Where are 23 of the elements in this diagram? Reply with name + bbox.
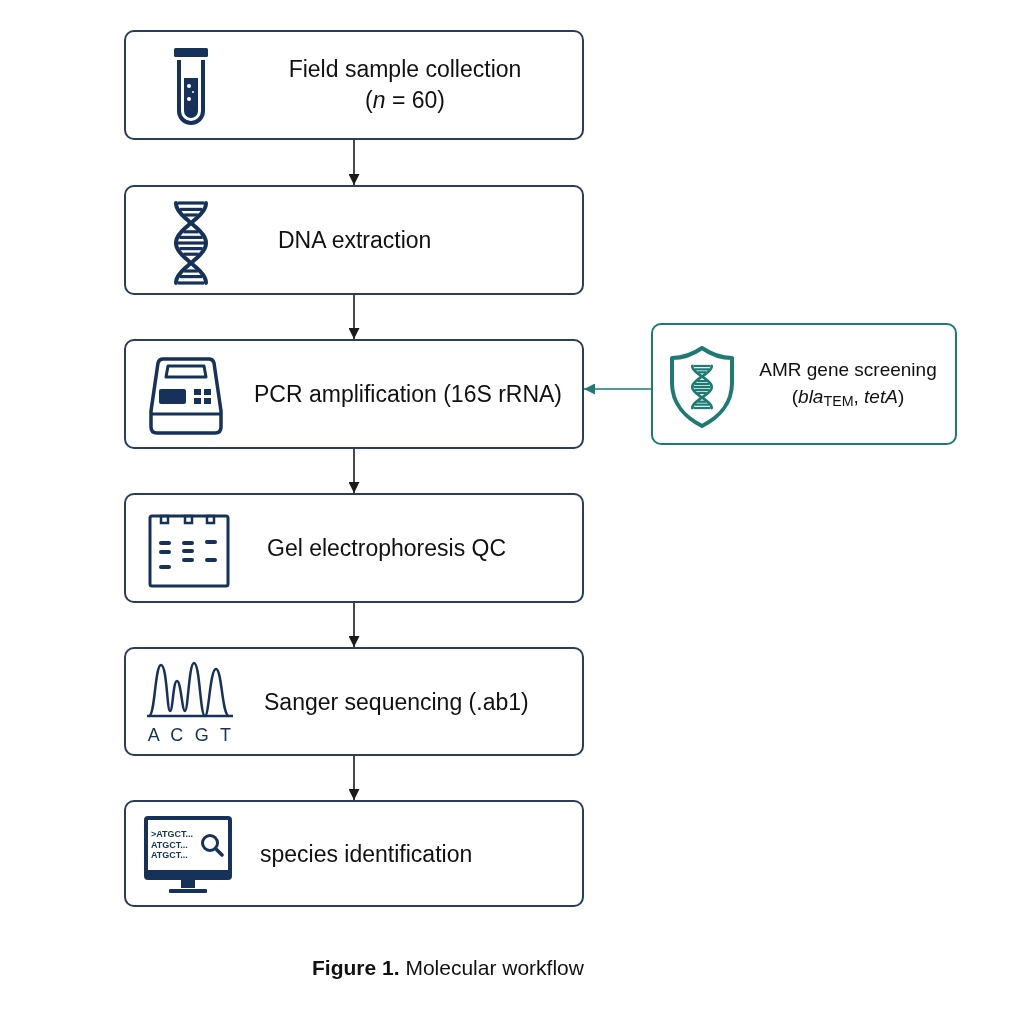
arrow (348, 294, 360, 340)
arrow (348, 755, 360, 801)
step-label: Field sample collection (n = 60) (287, 54, 523, 115)
process-box (124, 493, 584, 603)
step-label: species identification (260, 839, 474, 869)
arrow (348, 448, 360, 494)
arrow (348, 139, 360, 186)
process-box (124, 30, 584, 140)
base-letters: A C G T (147, 726, 235, 744)
arrow (583, 383, 652, 395)
process-box (124, 185, 584, 295)
process-box (124, 647, 584, 756)
sequence-text: >ATGCT... ATGCT... ATGCT... (151, 828, 195, 862)
process-box (124, 800, 584, 907)
step-label: Sanger sequencing (.ab1) (264, 687, 530, 717)
process-box (651, 323, 957, 445)
step-label: DNA extraction (278, 225, 433, 255)
process-box (124, 339, 584, 449)
step-label: PCR amplification (16S rRNA) (254, 379, 564, 409)
figure-caption: Figure 1. Molecular workflow (311, 955, 585, 981)
step-label: AMR gene screening (bla$_{TEM}$, tetA) (758, 358, 938, 411)
step-label: Gel electrophoresis QC (267, 533, 508, 563)
arrow (348, 602, 360, 648)
